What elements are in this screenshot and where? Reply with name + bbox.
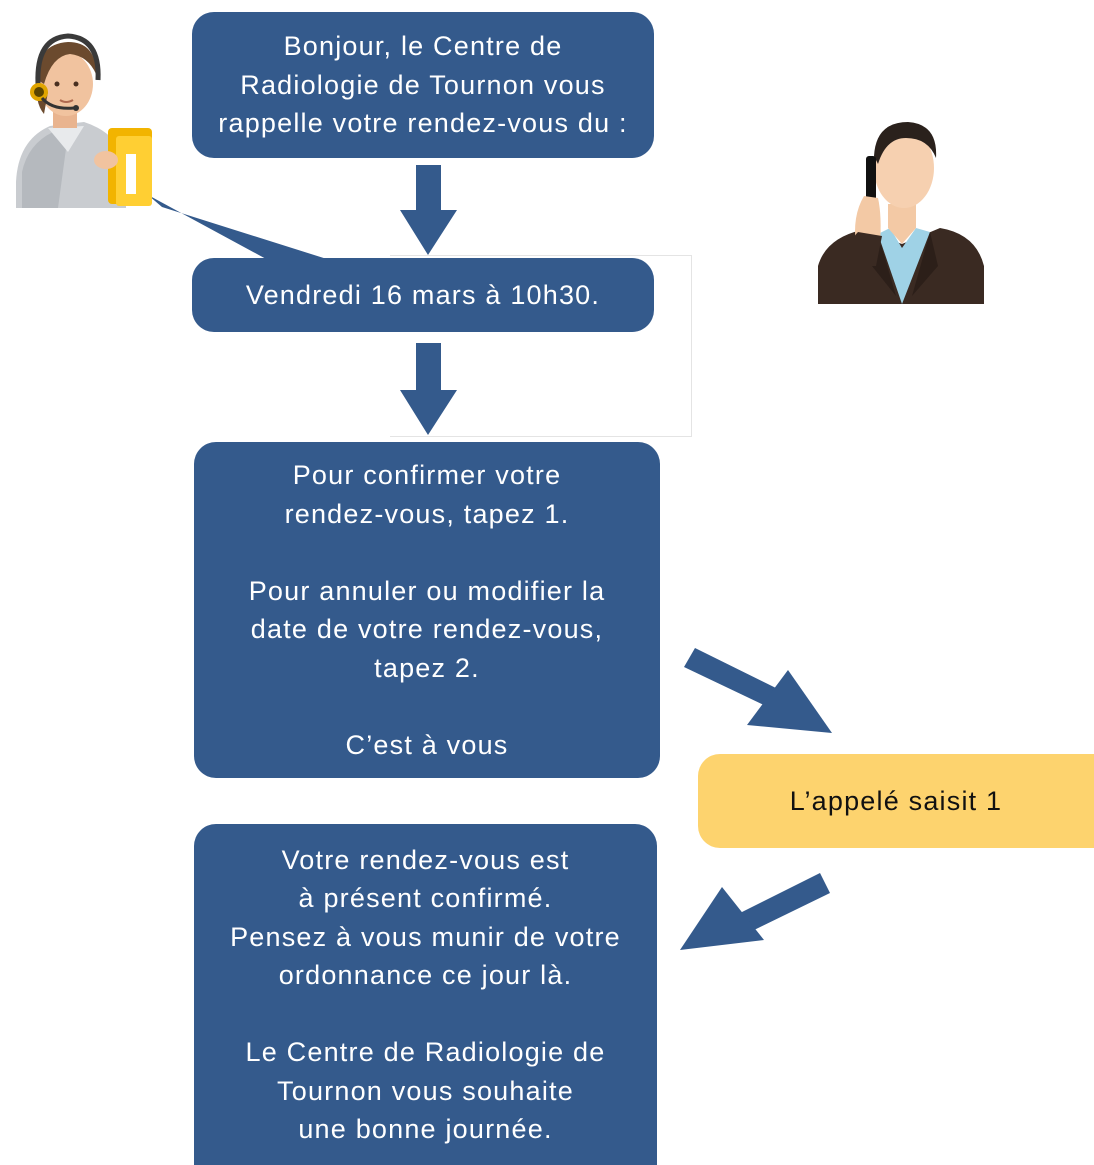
caller-response-text: L’appelé saisit 1 [789, 785, 1003, 816]
greeting-line-2: Radiologie de Tournon vous [240, 69, 606, 100]
confirmation-line-8: une bonne journée. [298, 1114, 553, 1144]
speech-pointer [148, 195, 330, 260]
options-line-4: Pour annuler ou modifier la [248, 575, 606, 606]
person-on-phone-icon [818, 122, 984, 304]
appointment-date-text: Vendredi 16 mars à 10h30. [245, 279, 601, 310]
appointment-date-box: Vendredi 16 mars à 10h30. [192, 258, 654, 332]
arrow-down-2 [400, 343, 457, 435]
operator-with-headset-icon [16, 33, 152, 208]
confirmation-line-3: Pensez à vous munir de votre [230, 921, 621, 952]
options-line-5: date de votre rendez-vous, [250, 614, 604, 644]
options-line-1: Pour confirmer votre [292, 460, 562, 490]
greeting-line-3: rappelle votre rendez-vous du : [218, 108, 628, 139]
options-line-2: rendez-vous, tapez 1. [284, 498, 570, 529]
arrow-to-confirmation [680, 873, 830, 950]
confirmation-line-6: Le Centre de Radiologie de [245, 1037, 606, 1067]
confirmation-line-7: Tournon vous souhaite [277, 1075, 574, 1106]
confirmation-line-1: Votre rendez-vous est [281, 844, 570, 875]
confirmation-line-2: à présent confirmé. [298, 883, 553, 913]
options-line-6: tapez 2. [374, 652, 480, 683]
confirmation-message-box: Votre rendez-vous est à présent confirmé… [194, 824, 657, 1165]
options-line-8: C’est à vous [345, 729, 509, 760]
arrow-down-1 [400, 165, 457, 255]
options-message-box: Pour confirmer votre rendez-vous, tapez … [194, 442, 660, 778]
arrow-to-response [684, 648, 832, 733]
caller-response-box: L’appelé saisit 1 [698, 754, 1094, 848]
arrow-frame [390, 255, 692, 437]
greeting-message-box: Bonjour, le Centre de Radiologie de Tour… [192, 12, 654, 158]
confirmation-line-4: ordonnance ce jour là. [278, 960, 573, 990]
greeting-line-1: Bonjour, le Centre de [283, 31, 563, 62]
